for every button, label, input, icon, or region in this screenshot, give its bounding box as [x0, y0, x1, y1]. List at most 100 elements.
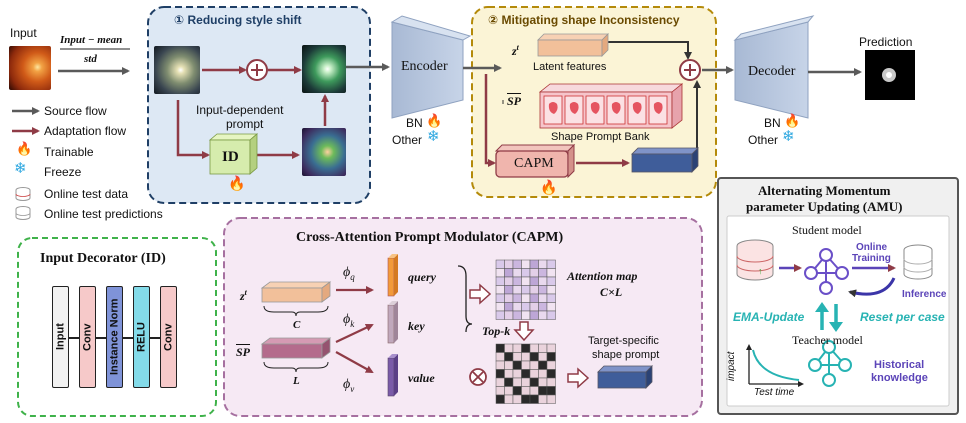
amu-title-line2: parameter Updating (AMU): [746, 199, 903, 214]
value-label: value: [408, 371, 435, 385]
ema-update-label: EMA-Update: [733, 310, 805, 324]
topk-cell: [521, 352, 531, 362]
shape-prompt-bank: [538, 83, 684, 129]
query-label: query: [408, 270, 436, 284]
topk-cell: [504, 394, 514, 404]
target-prompt-label-2: shape prompt: [592, 349, 660, 361]
capm-title: Cross-Attention Prompt Modulator (CAPM): [296, 230, 564, 245]
topk-cell: [538, 377, 548, 387]
topk-cell: [504, 386, 514, 396]
topk-cell: [538, 394, 548, 404]
attention-cell: [546, 285, 556, 295]
input-retina-image: [9, 46, 51, 90]
amu-title-line1: Alternating Momentum: [758, 183, 891, 198]
encoder-label: Encoder: [401, 59, 448, 74]
topk-cell: [495, 386, 505, 396]
decoder-other-label: Other: [748, 133, 779, 147]
attention-cell: [521, 259, 531, 269]
value-vector: [387, 354, 398, 397]
capm-sp-block: [260, 337, 332, 359]
ema-exchange-icon: [815, 302, 843, 332]
topk-cell: [512, 343, 522, 353]
topk-cell: [512, 352, 522, 362]
capm-c-label: C: [293, 319, 301, 331]
legend-online-test-predictions: Online test predictions: [44, 207, 163, 221]
attention-cell: [521, 276, 531, 286]
attention-cell: [512, 259, 522, 269]
snowflake-icon: ❄: [14, 161, 27, 177]
teacher-network-icon: [808, 340, 852, 387]
attention-cell: [504, 268, 514, 278]
id-layer-conv: Conv: [79, 286, 96, 388]
historical-knowledge-line1: Historical: [874, 359, 925, 371]
topk-cell: [538, 352, 548, 362]
student-network-icon: [804, 248, 849, 295]
id-block-label: ID: [222, 149, 239, 165]
topk-cell: [521, 369, 531, 379]
shape-prompt-mark: [548, 102, 558, 114]
attention-cell: [546, 310, 556, 320]
topk-cell: [529, 369, 539, 379]
capm-zt-block: [260, 281, 332, 303]
capm-panel: [223, 217, 703, 417]
attention-cell: [495, 276, 505, 286]
attention-cell: [521, 293, 531, 303]
prompt-retina-image: [302, 128, 346, 176]
student-model-label: Student model: [792, 223, 862, 237]
attention-cell: [521, 302, 531, 312]
topk-cell: [512, 360, 522, 370]
id-layer-connector: [96, 337, 106, 339]
attention-cell: [512, 293, 522, 303]
topk-cell: [504, 369, 514, 379]
phi-k-label: ϕk: [343, 312, 355, 329]
normalization-numerator: Input − mean: [60, 34, 123, 46]
topk-cell: [521, 360, 531, 370]
topk-cell: [521, 386, 531, 396]
topk-cell: [529, 352, 539, 362]
shape-prompt-mark: [569, 102, 579, 114]
online-training-label-1: Online: [856, 242, 888, 253]
topk-cell: [512, 369, 522, 379]
capm-mini-block: [494, 143, 576, 179]
attention-cell: [529, 293, 539, 303]
shape-sp-label: SP: [507, 94, 522, 108]
attention-cell: [546, 276, 556, 286]
fire-icon: 🔥: [16, 141, 33, 156]
topk-cell: [512, 386, 522, 396]
key-vector: [387, 301, 398, 344]
topk-cell: [538, 369, 548, 379]
topk-cell: [546, 343, 556, 353]
attention-cell: [504, 259, 514, 269]
topk-cell: [495, 360, 505, 370]
id-layer-connector: [150, 337, 160, 339]
topk-cell: [529, 386, 539, 396]
attention-dims-label: C×L: [600, 285, 623, 299]
attention-cell: [546, 302, 556, 312]
topk-cell: [504, 377, 514, 387]
reset-per-case-label: Reset per case: [860, 310, 945, 324]
topk-cell: [521, 394, 531, 404]
topk-cell: [546, 352, 556, 362]
attention-cell: [495, 310, 505, 320]
topk-cell: [521, 343, 531, 353]
attention-cell: [495, 293, 505, 303]
decorated-retina-image: [302, 45, 346, 93]
id-layer-conv: Conv: [160, 286, 177, 388]
attention-cell: [512, 285, 522, 295]
id-block: [208, 133, 259, 175]
prompt-label-line2: prompt: [226, 117, 264, 131]
attention-map-grid: [495, 259, 556, 320]
topk-cell: [495, 377, 505, 387]
phi-q-label: ϕq: [343, 265, 355, 282]
attention-cell: [504, 293, 514, 303]
prompt-label-line1: Input-dependent: [196, 103, 284, 117]
attention-cell: [512, 302, 522, 312]
attention-cell: [512, 276, 522, 286]
shape-prompt-mark: [632, 102, 642, 114]
prediction-label: Prediction: [859, 35, 913, 49]
topk-map-grid: [495, 343, 556, 404]
topk-cell: [512, 377, 522, 387]
topk-cell: [546, 386, 556, 396]
legend-source-flow: Source flow: [44, 104, 107, 118]
topk-label: Top-k: [482, 324, 511, 338]
